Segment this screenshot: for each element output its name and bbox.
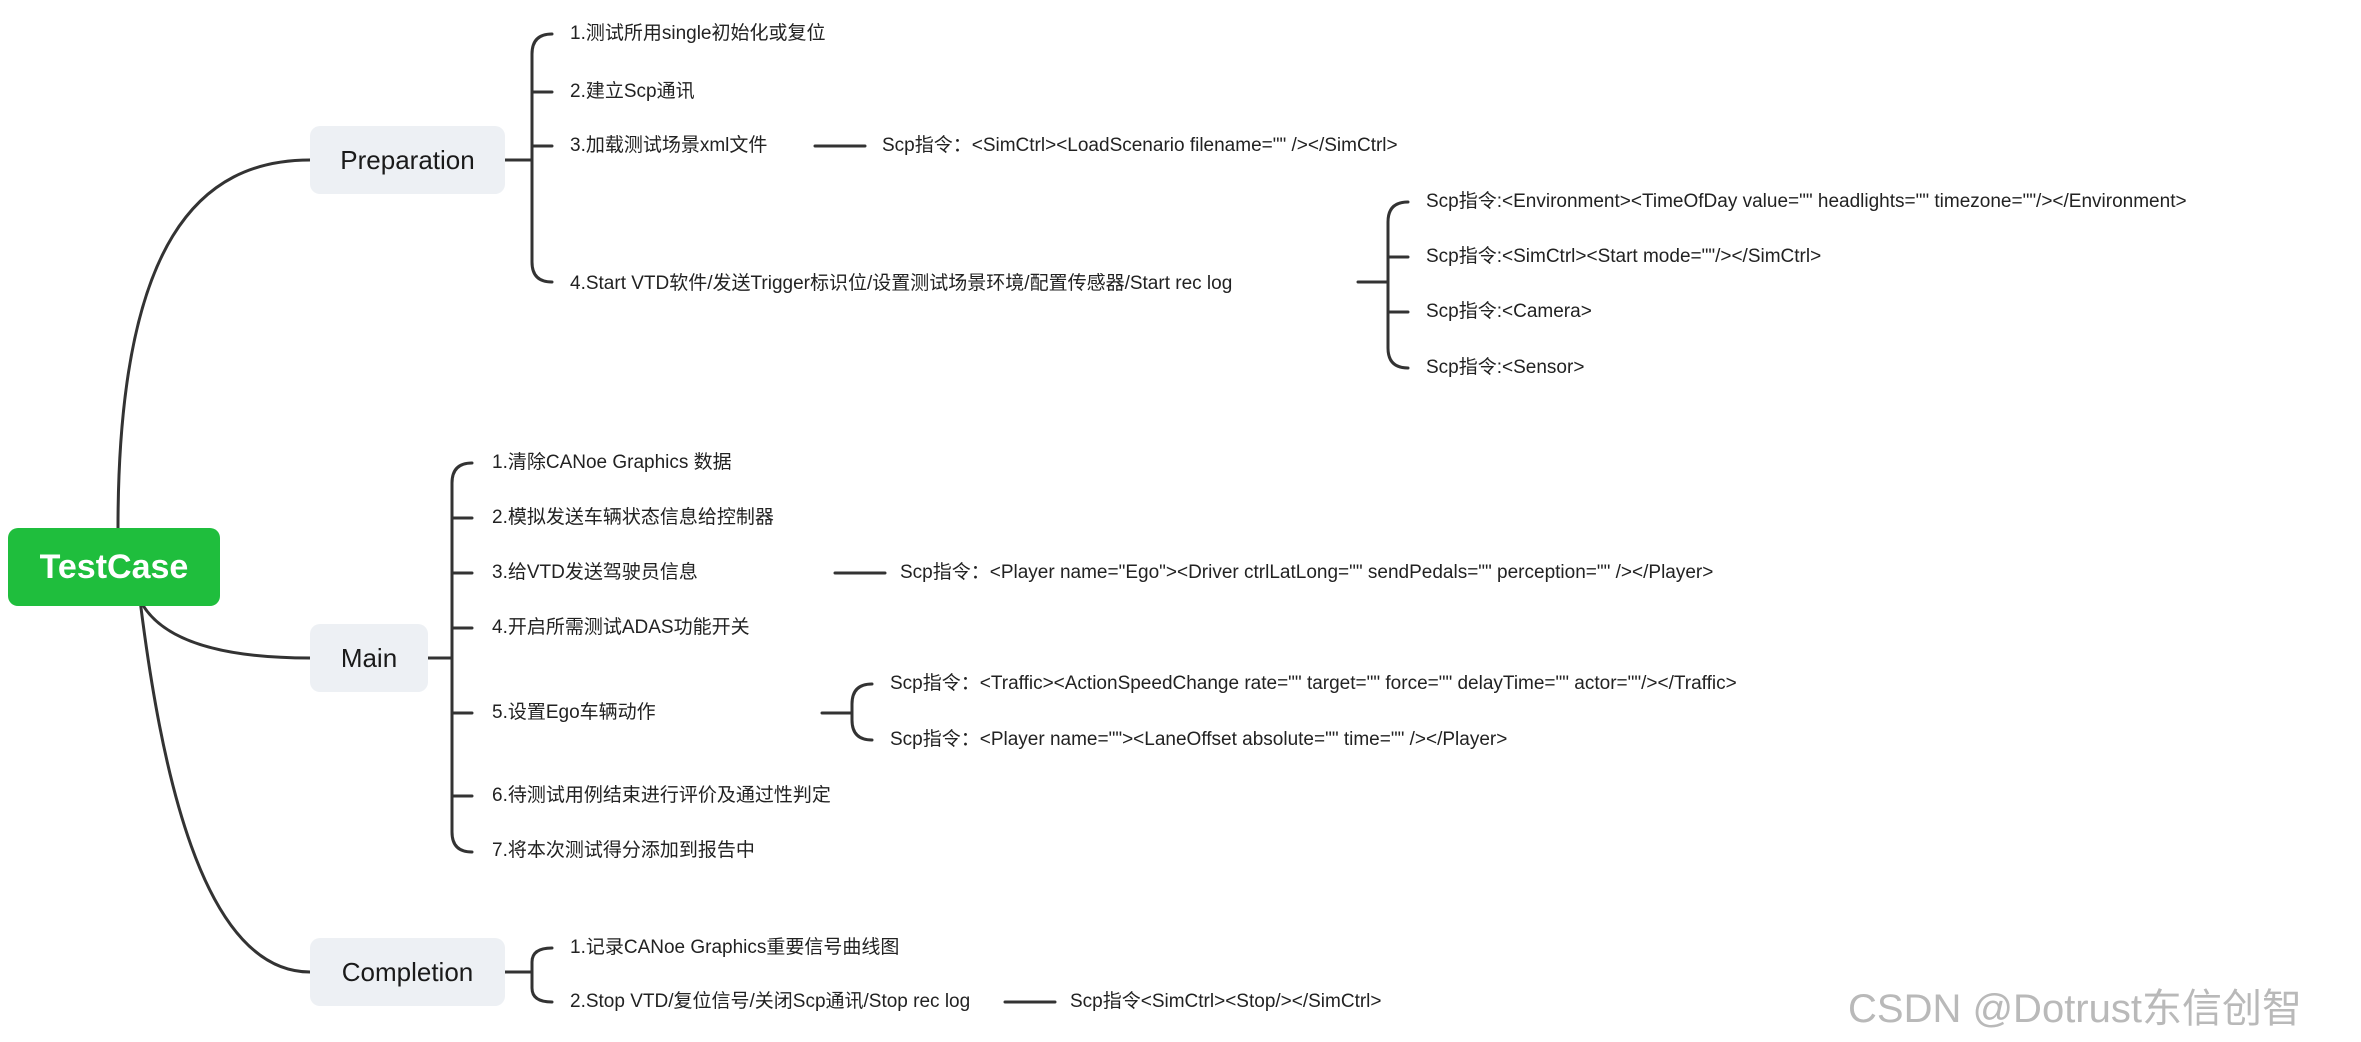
main-item5-scp-traffic[interactable]: Scp指令：<Traffic><ActionSpeedChange rate="… <box>890 673 1737 694</box>
prep-item-4[interactable]: 4.Start VTD软件/发送Trigger标识位/设置测试场景环境/配置传感… <box>570 273 1233 294</box>
completion-item-2[interactable]: 2.Stop VTD/复位信号/关闭Scp通讯/Stop rec log <box>570 991 971 1012</box>
prep-item4-scp-start[interactable]: Scp指令:<SimCtrl><Start mode=""/></SimCtrl… <box>1426 246 1822 267</box>
watermark: CSDN @Dotrust东信创智 <box>1848 987 2302 1031</box>
prep-item-3[interactable]: 3.加载测试场景xml文件 <box>570 135 768 156</box>
prep-item4-scp-camera[interactable]: Scp指令:<Camera> <box>1426 301 1592 322</box>
completion-item-1[interactable]: 1.记录CANoe Graphics重要信号曲线图 <box>570 937 900 958</box>
main-item-6[interactable]: 6.待测试用例结束进行评价及通过性判定 <box>492 785 831 806</box>
main-item-4[interactable]: 4.开启所需测试ADAS功能开关 <box>492 617 750 638</box>
root-to-main-line <box>138 598 312 660</box>
branch-node-main[interactable]: Main <box>310 624 428 692</box>
root-to-completion-line <box>138 598 312 974</box>
main-item-7[interactable]: 7.将本次测试得分添加到报告中 <box>492 840 755 861</box>
branch-node-completion[interactable]: Completion <box>310 938 505 1006</box>
root-node-testcase[interactable]: TestCase <box>8 528 220 606</box>
main-item-1[interactable]: 1.清除CANoe Graphics 数据 <box>492 452 732 473</box>
prep-item4-scp-sensor[interactable]: Scp指令:<Sensor> <box>1426 357 1585 378</box>
main-item3-scp[interactable]: Scp指令：<Player name="Ego"><Driver ctrlLat… <box>900 562 1714 583</box>
main-item5-scp-laneoffset[interactable]: Scp指令：<Player name=""><LaneOffset absolu… <box>890 729 1508 750</box>
prep-item4-scp-environment[interactable]: Scp指令:<Environment><TimeOfDay value="" h… <box>1426 191 2187 212</box>
prep-item3-scp[interactable]: Scp指令：<SimCtrl><LoadScenario filename=""… <box>882 135 1398 156</box>
main-item-3[interactable]: 3.给VTD发送驾驶员信息 <box>492 562 698 583</box>
prep-item-1[interactable]: 1.测试所用single初始化或复位 <box>570 23 826 44</box>
main-item-5[interactable]: 5.设置Ego车辆动作 <box>492 702 656 723</box>
completion-item2-scp[interactable]: Scp指令<SimCtrl><Stop/></SimCtrl> <box>1070 991 1382 1012</box>
prep-item-2[interactable]: 2.建立Scp通讯 <box>570 81 695 102</box>
root-to-preparation-line <box>116 158 312 530</box>
branch-node-preparation[interactable]: Preparation <box>310 126 505 194</box>
main-item-2[interactable]: 2.模拟发送车辆状态信息给控制器 <box>492 507 774 528</box>
